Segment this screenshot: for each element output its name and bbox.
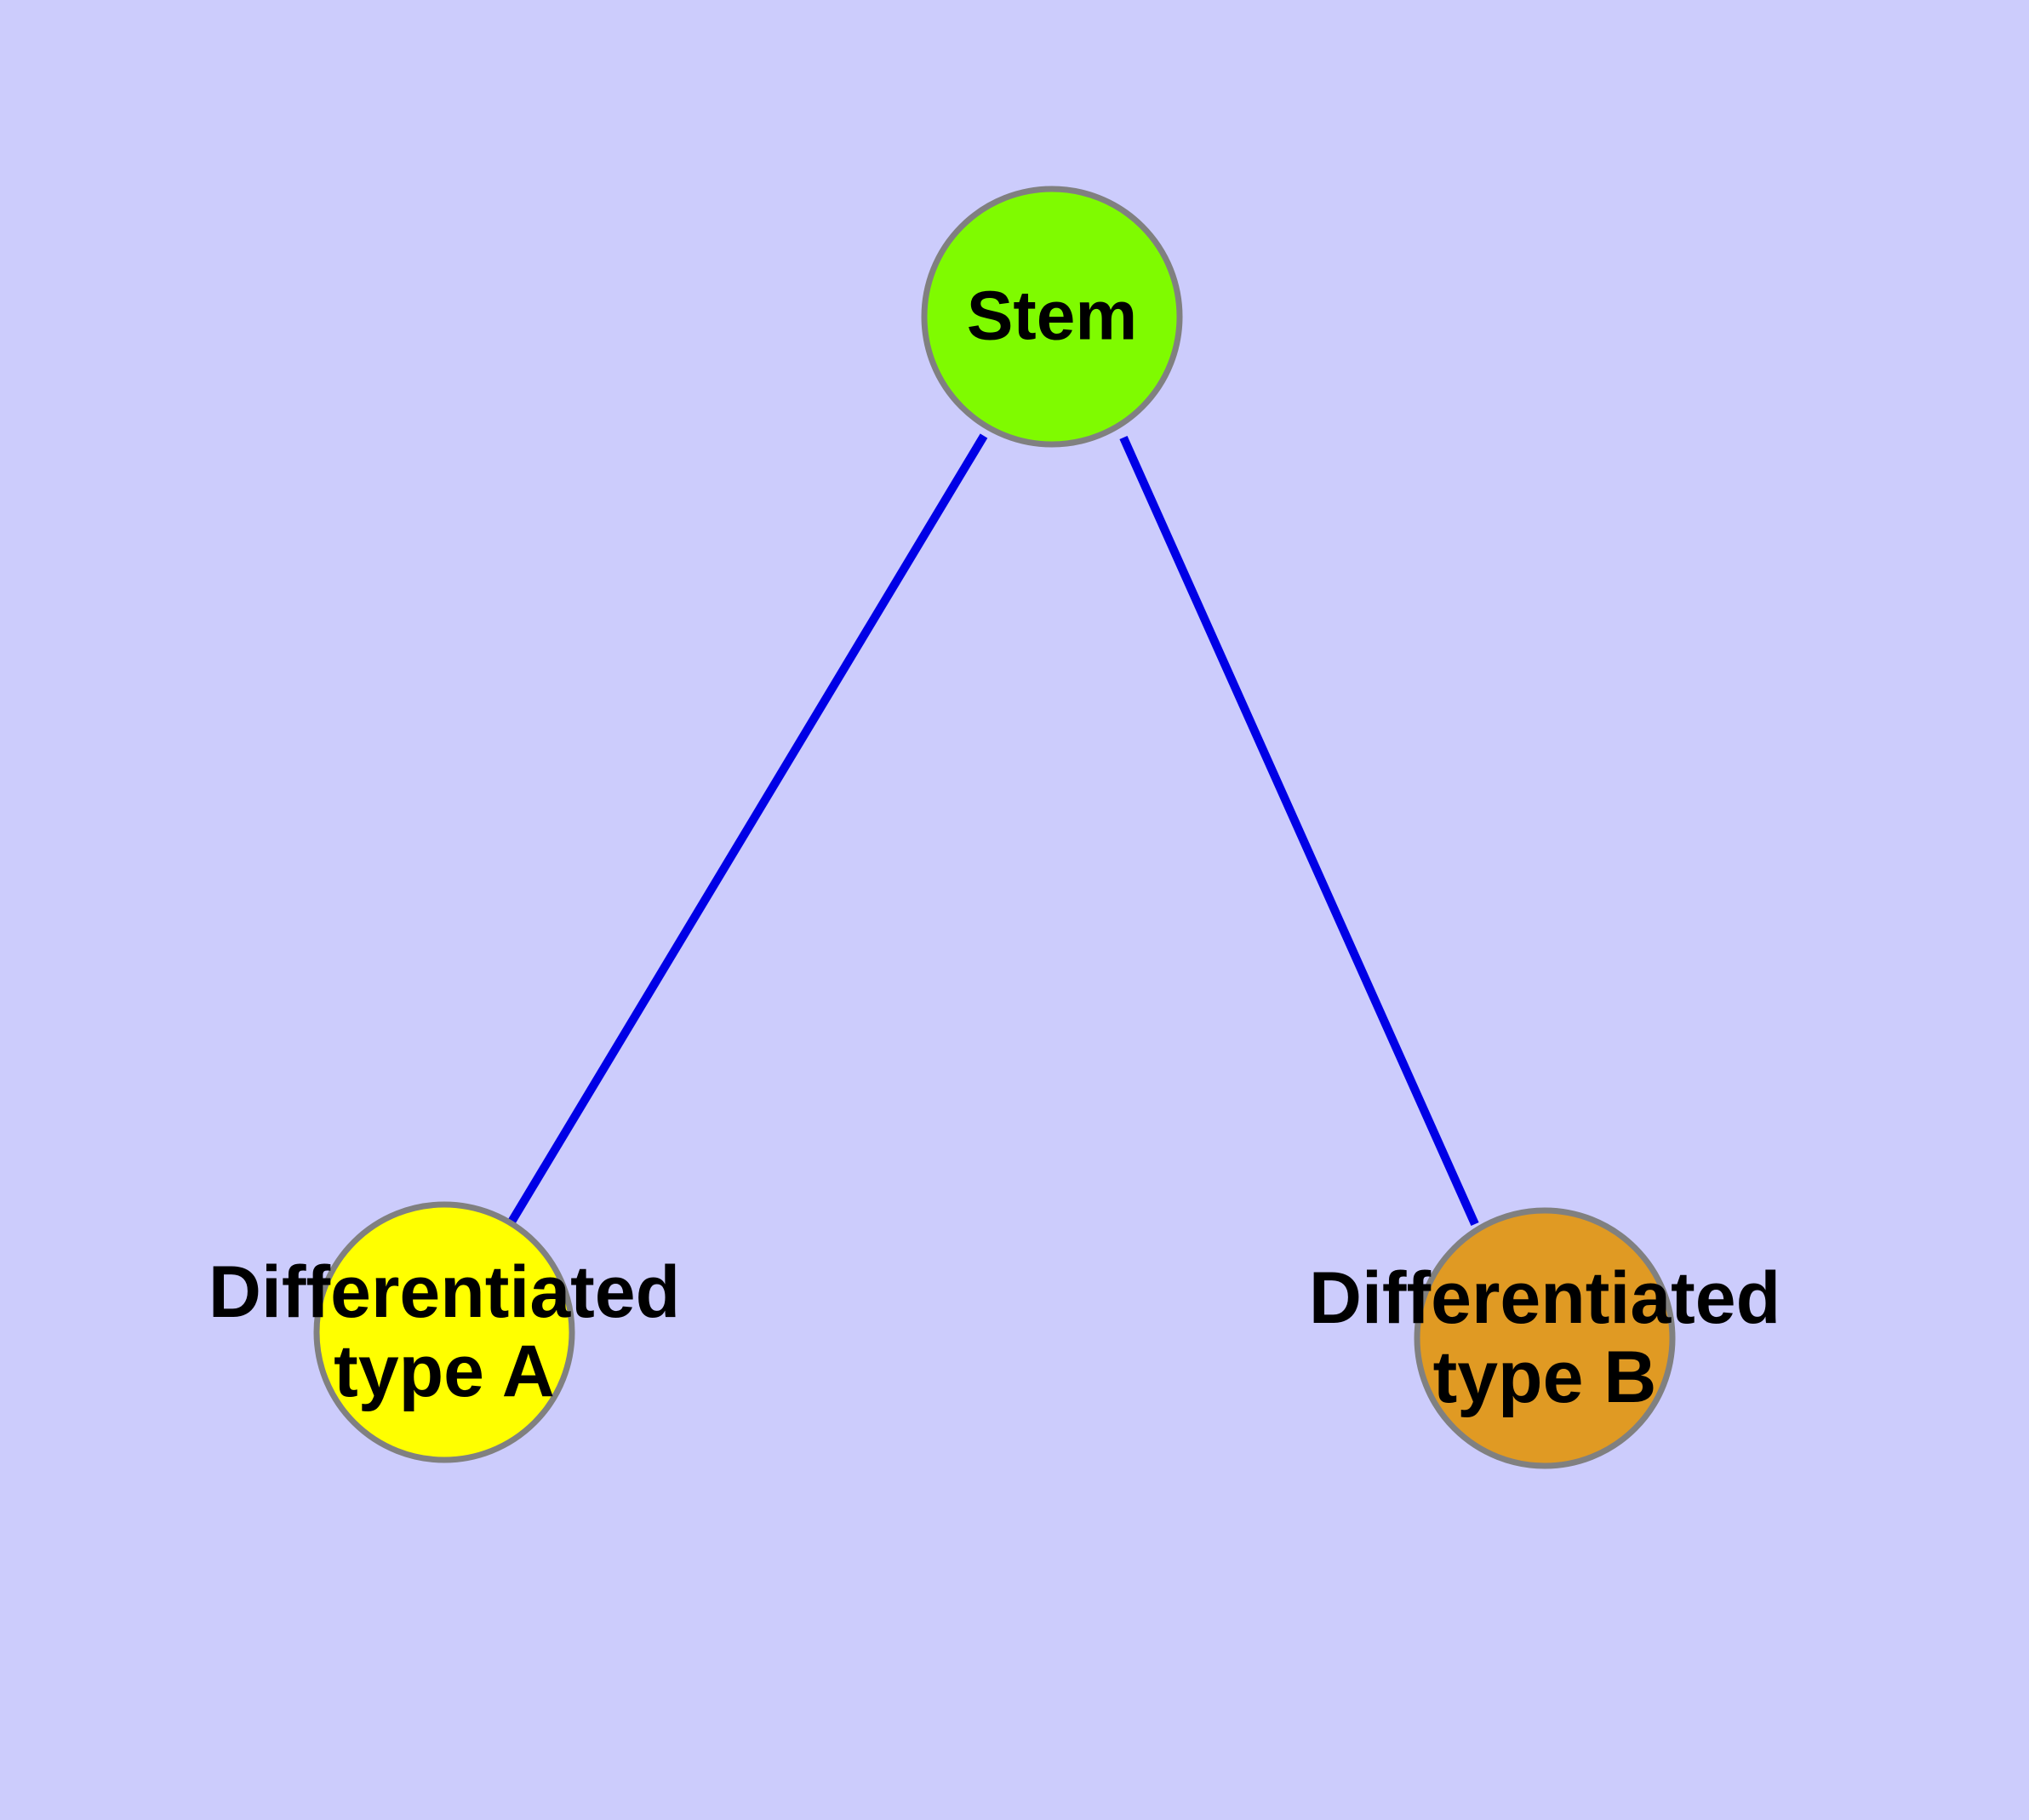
edge-layer xyxy=(506,433,1479,1227)
node-circle-diff_a[interactable] xyxy=(313,1201,575,1463)
node-circle-stem[interactable] xyxy=(921,186,1183,448)
node-circle-diff_b[interactable] xyxy=(1414,1207,1676,1469)
edge-stem-to-diff-b[interactable] xyxy=(1119,435,1479,1227)
node-layer xyxy=(313,186,1676,1469)
edge-stem-to-diff-a[interactable] xyxy=(506,433,988,1226)
